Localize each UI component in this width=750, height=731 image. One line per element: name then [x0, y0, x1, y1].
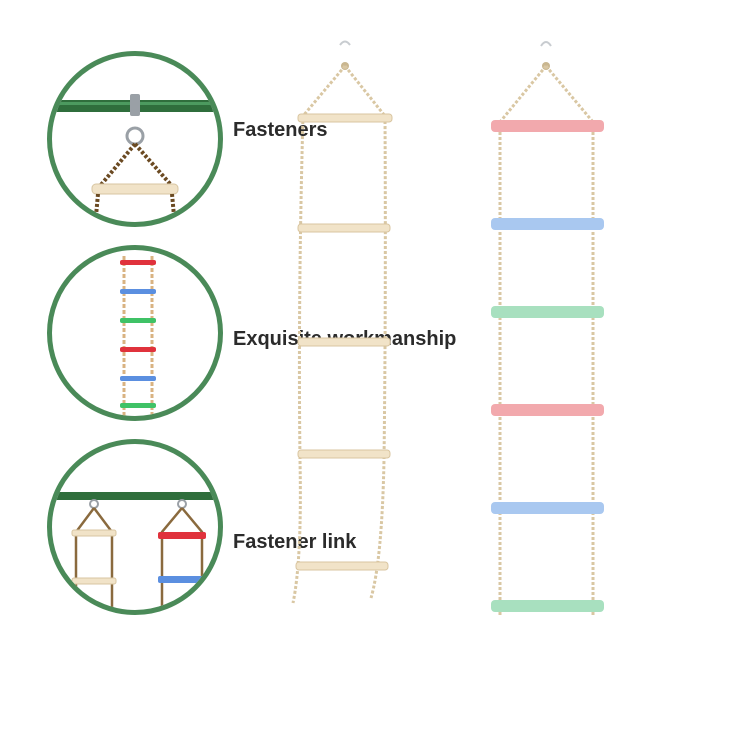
fastener-link-detail-circle — [47, 439, 223, 615]
fasteners-detail-circle — [47, 51, 223, 227]
feature-label-fastener-link: Fastener link — [233, 531, 357, 553]
color-ladder-hook-icon — [540, 41, 552, 70]
fastener-hook-icon — [52, 94, 218, 217]
linked-ladders-icon — [52, 492, 218, 610]
wood-ladder-rungs — [295, 113, 393, 571]
feature-label-fasteners: Fasteners — [233, 119, 328, 141]
color-ladder-ropes — [498, 65, 595, 617]
color-ladder-rungs — [491, 120, 604, 612]
workmanship-detail-circle — [47, 245, 223, 421]
wood-ladder-ropes — [291, 65, 387, 604]
colorful-ladder-icon — [120, 256, 156, 416]
